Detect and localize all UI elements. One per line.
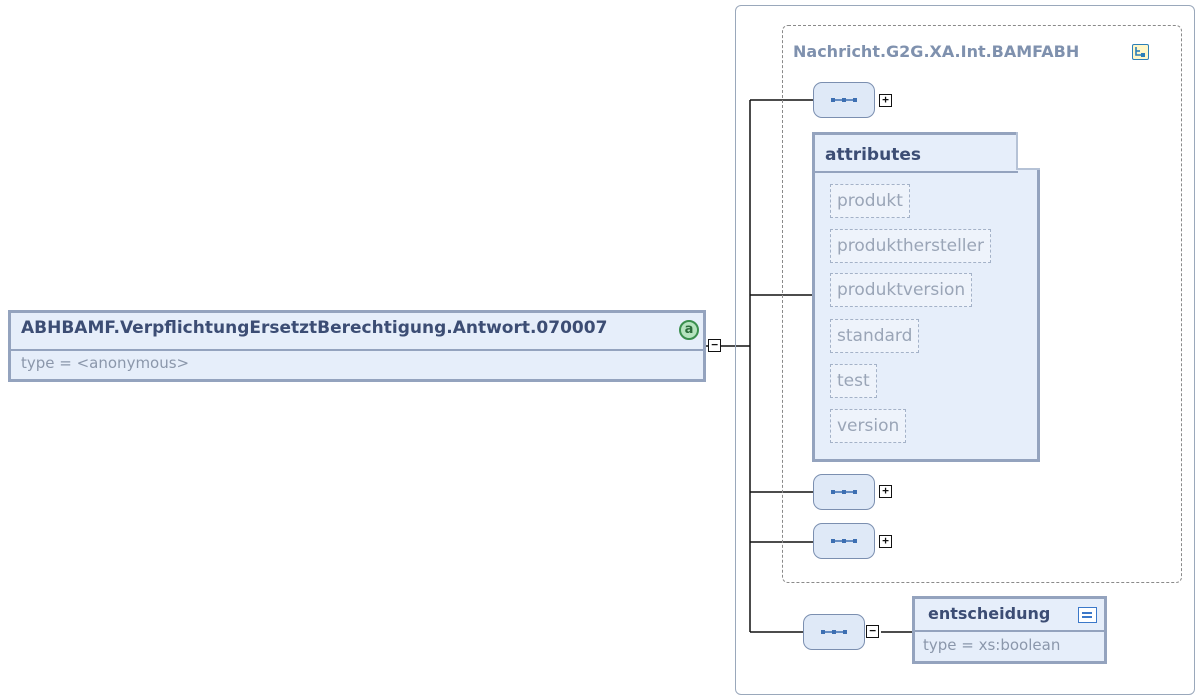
attribute-icon: a [679, 320, 699, 340]
expand-toggle[interactable]: + [879, 485, 892, 498]
type-reference-icon[interactable] [1132, 44, 1149, 60]
collapse-toggle[interactable]: − [708, 339, 721, 352]
expand-toggle[interactable]: + [879, 535, 892, 548]
attribute-item[interactable]: produkt [830, 184, 910, 218]
attribute-item[interactable]: test [830, 364, 877, 398]
divider [815, 171, 1018, 173]
child-element-name: entscheidung [928, 604, 1051, 623]
sequence-compositor[interactable] [813, 82, 875, 118]
simple-type-icon [1078, 607, 1097, 623]
sequence-icon [821, 630, 847, 634]
attribute-item[interactable]: version [830, 409, 907, 443]
attributes-panel: attributes produkt produkthersteller pro… [812, 132, 1040, 462]
base-type-frame [782, 25, 1182, 583]
attribute-item[interactable]: standard [830, 319, 920, 353]
collapse-toggle[interactable]: − [866, 625, 879, 638]
sequence-icon [831, 98, 857, 102]
divider [11, 349, 703, 351]
sequence-compositor[interactable] [813, 523, 875, 559]
panel-notch [1016, 132, 1040, 170]
sequence-icon [831, 490, 857, 494]
attributes-header: attributes [825, 145, 921, 165]
sequence-icon [831, 539, 857, 543]
child-element-type: type = xs:boolean [923, 636, 1061, 654]
expand-toggle[interactable]: + [879, 94, 892, 107]
divider [915, 630, 1104, 632]
attribute-item[interactable]: produktversion [830, 273, 973, 307]
sequence-compositor[interactable] [813, 474, 875, 510]
attribute-item[interactable]: produkthersteller [830, 229, 991, 263]
root-element-name: ABHBAMF.VerpflichtungErsetztBerechtigung… [21, 318, 608, 338]
sequence-compositor[interactable] [803, 614, 865, 650]
child-element-box[interactable]: entscheidung type = xs:boolean [912, 596, 1107, 664]
root-element-type: type = <anonymous> [21, 354, 190, 372]
root-element-box[interactable]: ABHBAMF.VerpflichtungErsetztBerechtigung… [8, 310, 706, 382]
complex-type-name[interactable]: Nachricht.G2G.XA.Int.BAMFABH [793, 42, 1080, 61]
